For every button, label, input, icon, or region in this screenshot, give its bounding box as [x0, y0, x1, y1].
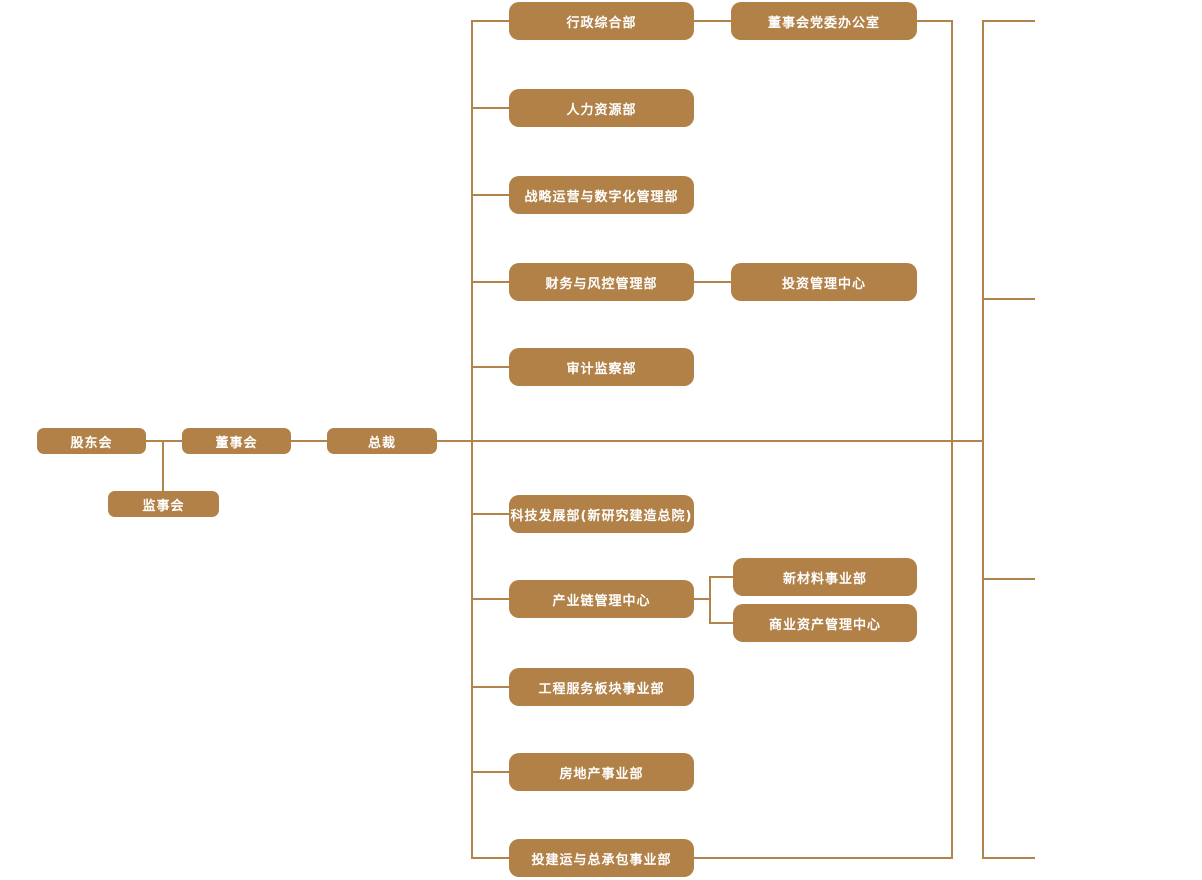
node-dept-investment-construction-epc: 投建运与总承包事业部	[509, 839, 694, 877]
connector-line	[694, 281, 731, 283]
connector-line	[983, 857, 1035, 859]
node-dept-tech-development: 科技发展部(新研究建造总院)	[509, 495, 694, 533]
node-dept-strategy-digital: 战略运营与数字化管理部	[509, 176, 694, 214]
connector-line	[982, 20, 984, 859]
connector-line	[146, 440, 182, 442]
connector-line	[437, 440, 984, 442]
connector-line	[472, 857, 509, 859]
connector-line	[472, 20, 509, 22]
node-dept-real-estate: 房地产事业部	[509, 753, 694, 791]
connector-line	[694, 20, 731, 22]
node-shareholders-meeting: 股东会	[37, 428, 146, 454]
connector-line	[472, 686, 509, 688]
connector-line	[983, 578, 1035, 580]
connector-line	[472, 281, 509, 283]
node-dept-audit-supervision: 审计监察部	[509, 348, 694, 386]
connector-line	[710, 576, 733, 578]
connector-line	[694, 598, 711, 600]
connector-line	[472, 366, 509, 368]
connector-line	[694, 857, 953, 859]
connector-line	[472, 513, 509, 515]
node-board-party-committee-office: 董事会党委办公室	[731, 2, 917, 40]
connector-line	[472, 771, 509, 773]
connector-line	[472, 598, 509, 600]
node-dept-human-resources: 人力资源部	[509, 89, 694, 127]
node-investment-management-center: 投资管理中心	[731, 263, 917, 301]
connector-line	[472, 107, 509, 109]
node-president: 总裁	[327, 428, 437, 454]
connector-line	[162, 441, 164, 491]
connector-line	[951, 20, 953, 859]
node-new-materials-division: 新材料事业部	[733, 558, 917, 596]
connector-line	[983, 298, 1035, 300]
connector-line	[709, 576, 711, 624]
node-supervisory-board: 监事会	[108, 491, 219, 517]
node-dept-engineering-services: 工程服务板块事业部	[509, 668, 694, 706]
connector-line	[917, 20, 953, 22]
connector-line	[983, 20, 1035, 22]
connector-line	[472, 194, 509, 196]
node-dept-finance-risk: 财务与风控管理部	[509, 263, 694, 301]
connector-line	[710, 622, 733, 624]
connector-line	[471, 20, 473, 859]
node-board-of-directors: 董事会	[182, 428, 291, 454]
node-dept-administration: 行政综合部	[509, 2, 694, 40]
connector-line	[291, 440, 327, 442]
node-dept-industry-chain: 产业链管理中心	[509, 580, 694, 618]
node-commercial-assets-center: 商业资产管理中心	[733, 604, 917, 642]
